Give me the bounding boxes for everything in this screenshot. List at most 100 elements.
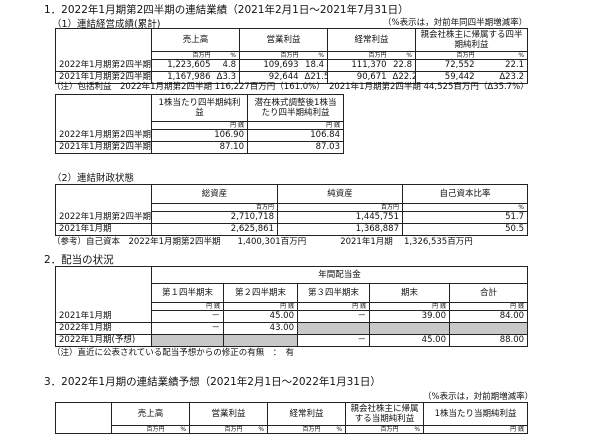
equity-reference-note: （参考）自己資本 2022年1月期第2四半期 1,400,301百万円 2021… xyxy=(52,237,473,247)
section1-pct-note: （%表示は，対前年同四半期増減率） xyxy=(383,18,528,28)
forecast-table: 売上高 営業利益 経常利益 親会社株主に帰属する当期純利益 1株当たり当期純利益… xyxy=(55,402,529,434)
header-cell: 売上高 xyxy=(110,402,191,426)
value-cell: 2,710,718 xyxy=(151,211,278,224)
unit-cell: 円 銭 xyxy=(223,302,298,311)
value-cell: 22.1 xyxy=(477,59,529,72)
section4-title: 3．2022年1月期の連結業績予想（2021年2月1日～2022年1月31日） xyxy=(44,376,381,388)
value-cell: 2,625,861 xyxy=(151,223,278,236)
table-row: 2022年1月期第2四半期 1,223,605 4.8 109,693 18.4… xyxy=(55,59,529,72)
value-cell: － xyxy=(297,310,370,323)
value-cell: － xyxy=(297,334,370,347)
value-cell: 1,368,887 xyxy=(277,223,403,236)
table-row: 2021年1月期 2,625,861 1,368,887 50.5 xyxy=(55,223,528,236)
unit-cell: 百万円 xyxy=(151,203,278,212)
value-cell: 4.8 xyxy=(213,59,241,72)
unit-cell: 円 銭 xyxy=(247,121,344,130)
comprehensive-income-note: （注）包括利益 2022年1月期第2四半期 116,227百万円（161.0%）… xyxy=(52,82,529,92)
row-label: 2021年1月期 xyxy=(55,223,152,236)
unit-cell: 百万円 xyxy=(267,425,324,434)
value-cell: 87.03 xyxy=(247,141,344,154)
table-header-row: 年間配当金 xyxy=(55,266,529,284)
value-cell: 50.5 xyxy=(402,223,528,236)
row-label: 2022年1月期第2四半期 xyxy=(55,211,152,224)
table-row: 2022年1月期第2四半期 106.90 106.84 xyxy=(55,129,344,142)
unit-cell: 百万円 xyxy=(415,51,478,60)
value-cell: 84.00 xyxy=(448,310,529,323)
value-cell: 18.4 xyxy=(301,59,329,72)
unit-cell: % xyxy=(245,425,269,434)
value-cell: 72,552 xyxy=(415,59,478,72)
unit-cell: 百万円 xyxy=(151,51,214,60)
row-label: 2022年1月期 xyxy=(55,322,152,335)
operating-results-table: 売上高 営業利益 経常利益 親会社株主に帰属する四半期純利益 百万円 % 百万円… xyxy=(55,28,529,84)
unit-cell: 円 銭 xyxy=(423,425,529,434)
unit-cell: % xyxy=(477,51,529,60)
header-cell: 潜在株式調整後1株当たり四半期純利益 xyxy=(247,94,344,122)
dividends-table: 年間配当金 第１四半期末 第２四半期末 第３四半期末 期末 合計 円 銭 円 銭… xyxy=(55,266,529,347)
unit-cell: 円 銭 xyxy=(448,302,529,311)
header-cell: 営業利益 xyxy=(239,28,329,52)
section4-pct-note: （%表示は，対前期増減率） xyxy=(423,392,534,402)
unit-row: 円 銭 円 銭 円 銭 円 銭 円 銭 xyxy=(55,302,529,311)
header-cell: 第３四半期末 xyxy=(297,283,370,303)
header-cell: 純資産 xyxy=(277,184,403,204)
unit-cell: 円 銭 xyxy=(151,121,248,130)
value-cell: 109,693 xyxy=(239,59,302,72)
unit-cell: 円 銭 xyxy=(297,302,370,311)
unit-row: 円 銭 円 銭 xyxy=(55,121,344,130)
eps-table: 1株当たり四半期純利益 潜在株式調整後1株当たり四半期純利益 円 銭 円 銭 2… xyxy=(55,94,344,154)
table-row: 2022年1月期(予想) － 45.00 88.00 xyxy=(55,334,529,347)
unit-row: 百万円 % 百万円 % 百万円 % 百万円 % 円 銭 xyxy=(55,425,529,434)
header-cell: 1株当たり四半期純利益 xyxy=(151,94,248,122)
unit-cell: % xyxy=(402,203,528,212)
unit-cell: % xyxy=(167,425,191,434)
row-label: 2022年1月期第2四半期 xyxy=(55,129,152,142)
value-cell: 106.90 xyxy=(151,129,248,142)
value-cell: 43.00 xyxy=(223,322,298,335)
header-cell: 1株当たり当期純利益 xyxy=(423,402,529,426)
header-cell: 合計 xyxy=(448,283,529,303)
table-header-row: 第１四半期末 第２四半期末 第３四半期末 期末 合計 xyxy=(55,283,529,303)
unit-row: 百万円 % 百万円 % 百万円 % 百万円 % xyxy=(55,51,529,60)
dividend-revision-note: （注）直近に公表されている配当予想からの修正の有無 ： 有 xyxy=(52,348,294,358)
value-cell: Δ21.5 xyxy=(301,71,329,84)
header-cell: 経常利益 xyxy=(267,402,347,426)
section3-title: 2．配当の状況 xyxy=(44,254,114,266)
row-label: 2021年1月期第2四半期 xyxy=(55,141,152,154)
unit-cell: 百万円 xyxy=(239,51,302,60)
value-cell: 88.00 xyxy=(448,334,529,347)
unit-cell: 円 銭 xyxy=(151,302,224,311)
unit-cell: 百万円 xyxy=(327,51,390,60)
unit-cell: % xyxy=(323,425,347,434)
value-cell xyxy=(223,334,298,347)
header-cell: 売上高 xyxy=(150,28,241,52)
value-cell: Δ23.2 xyxy=(477,71,529,84)
value-cell: 1,167,986 xyxy=(151,71,214,84)
value-cell: 45.00 xyxy=(369,334,450,347)
value-cell: 106.84 xyxy=(247,129,344,142)
table-row: 2022年1月期 － 43.00 xyxy=(55,322,529,335)
unit-cell: 百万円 xyxy=(111,425,168,434)
table-header-row: 売上高 営業利益 経常利益 親会社株主に帰属する当期純利益 1株当たり当期純利益 xyxy=(55,402,529,426)
section1-subtitle: （1）連結経営成績(累計) xyxy=(52,19,161,30)
financial-position-table: 総資産 純資産 自己資本比率 百万円 百万円 % 2022年1月期第2四半期 2… xyxy=(55,184,528,236)
header-cell: 経常利益 xyxy=(327,28,417,52)
value-cell xyxy=(369,322,450,335)
header-cell: 第２四半期末 xyxy=(223,283,298,303)
header-cell: 第１四半期末 xyxy=(151,283,224,303)
value-cell xyxy=(297,322,370,335)
section2-subtitle: （2）連結財政状態 xyxy=(52,173,135,184)
table-header-row: 1株当たり四半期純利益 潜在株式調整後1株当たり四半期純利益 xyxy=(55,94,344,122)
table-header-row: 売上高 営業利益 経常利益 親会社株主に帰属する四半期純利益 xyxy=(55,28,529,52)
table-row: 2022年1月期第2四半期 2,710,718 1,445,751 51.7 xyxy=(55,211,528,224)
unit-cell: 円 銭 xyxy=(369,302,450,311)
value-cell: 92,644 xyxy=(239,71,302,84)
value-cell xyxy=(151,334,224,347)
value-cell: 45.00 xyxy=(223,310,298,323)
value-cell: 87.10 xyxy=(151,141,248,154)
value-cell: 59,442 xyxy=(415,71,478,84)
row-label: 2021年1月期 xyxy=(55,310,152,323)
value-cell: － xyxy=(151,310,224,323)
unit-cell: % xyxy=(213,51,241,60)
header-cell: 自己資本比率 xyxy=(402,184,528,204)
